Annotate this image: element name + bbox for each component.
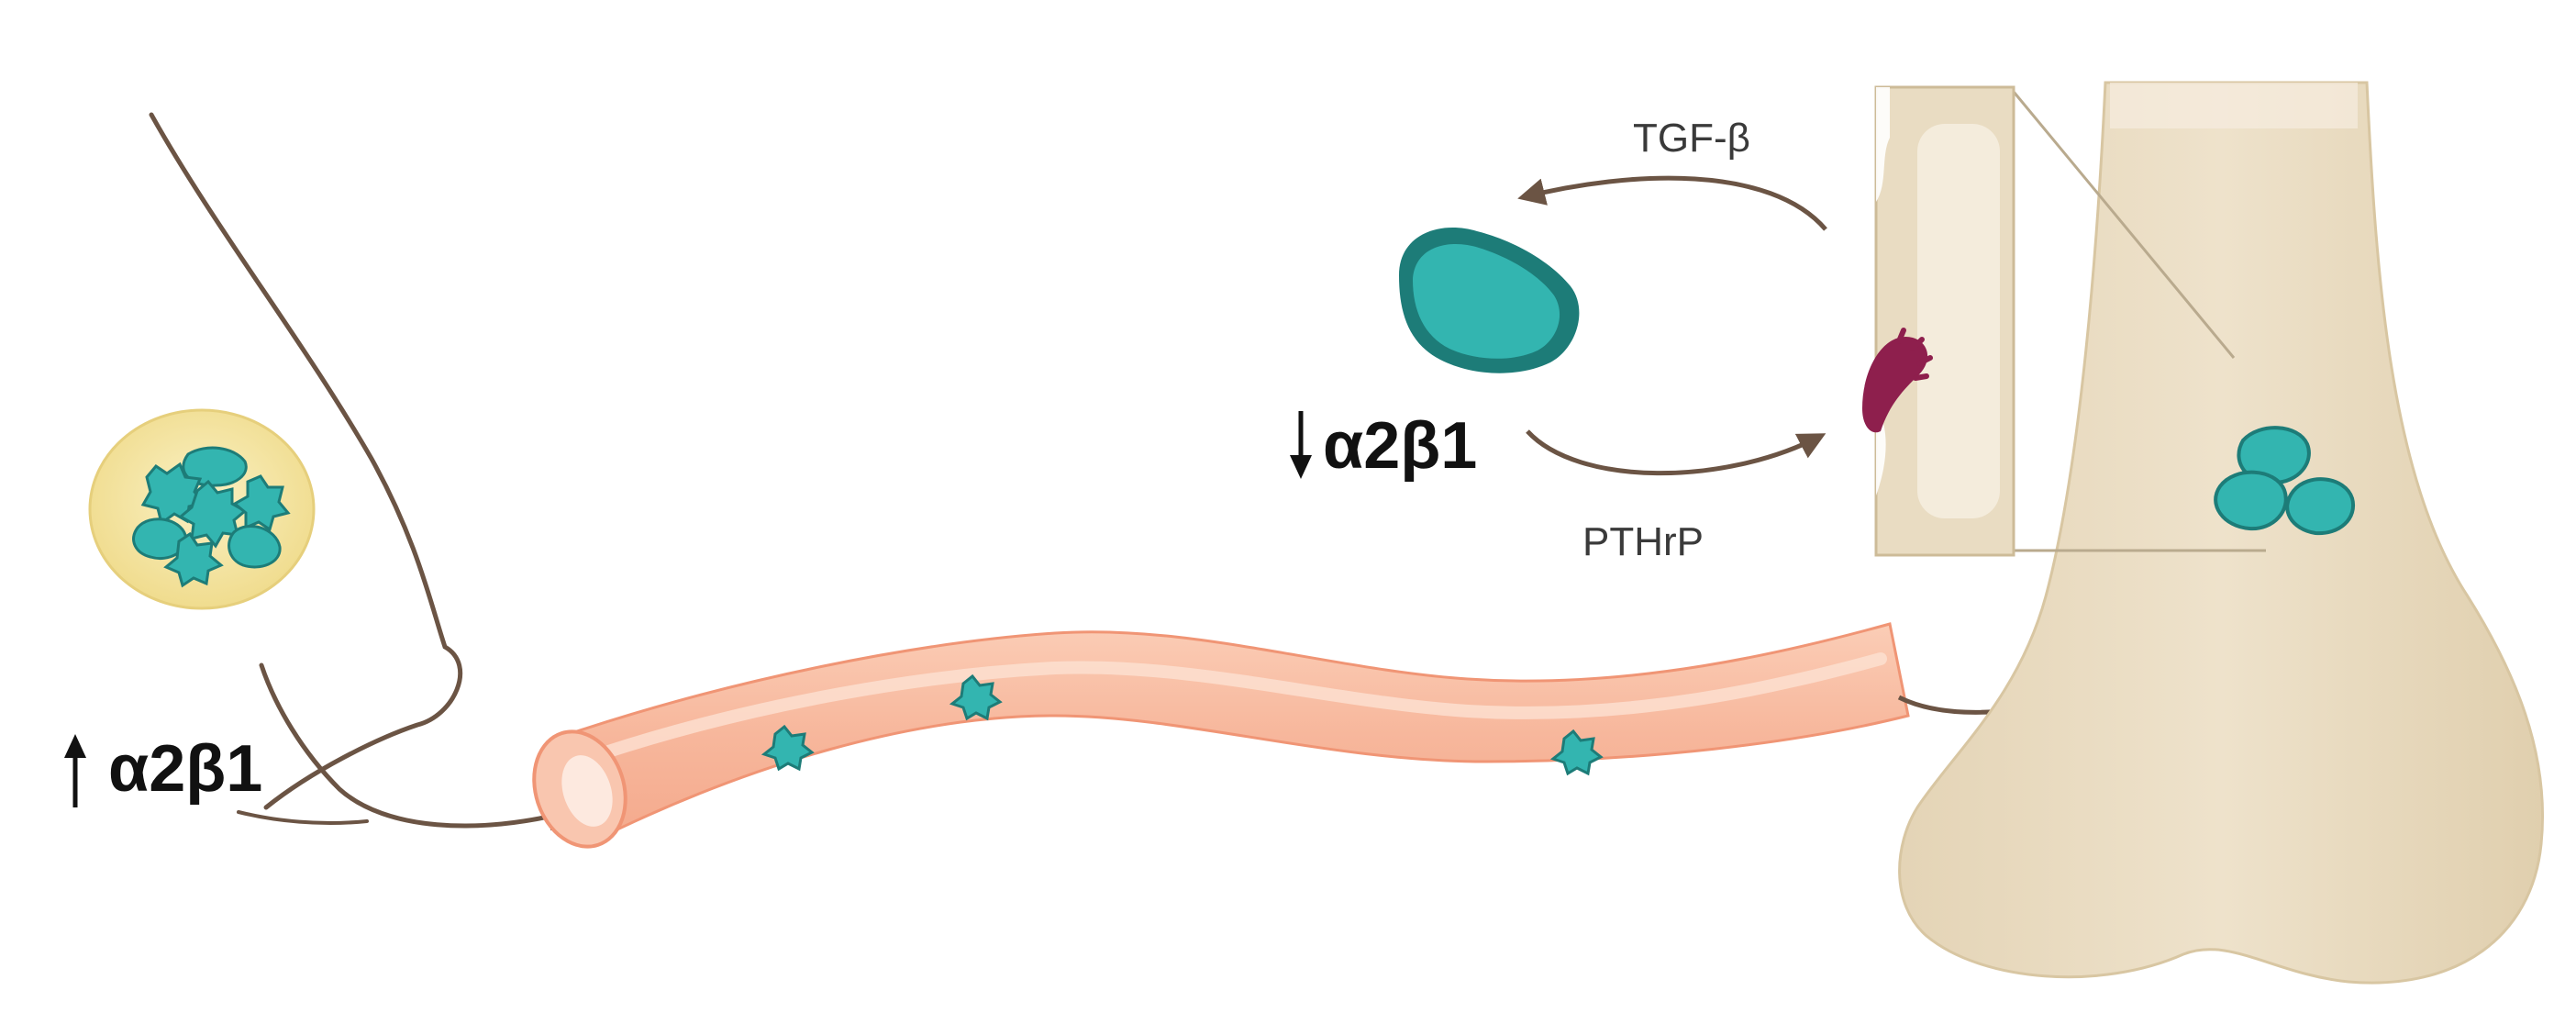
- blood-vessel-icon: [532, 622, 1910, 849]
- tgf-beta-arrow: [1517, 175, 1827, 231]
- bone-section-inset: [1862, 85, 2015, 557]
- pthrp-label: PTHrP: [1582, 519, 1704, 564]
- circulating-tumor-cell: [761, 673, 1604, 776]
- bone-icon: [1898, 81, 2545, 985]
- tgf-beta-label: TGF-β: [1633, 116, 1750, 161]
- tumor-cell-icon: [1399, 228, 1580, 373]
- bone-integrin-label: α2β1: [1290, 409, 1477, 483]
- bone-tumor-colony: [2214, 426, 2356, 536]
- pthrp-arrow: [1526, 429, 1827, 476]
- breast-outline-icon: [149, 112, 574, 831]
- osteoclast-icon: [1862, 328, 1933, 433]
- tumor-cell-cluster: [132, 446, 291, 588]
- primary-integrin-text: α2β1: [108, 732, 262, 806]
- bone-integrin-text: α2β1: [1323, 409, 1477, 483]
- duct-icon: [88, 408, 316, 610]
- primary-integrin-label: α2β1: [64, 732, 262, 807]
